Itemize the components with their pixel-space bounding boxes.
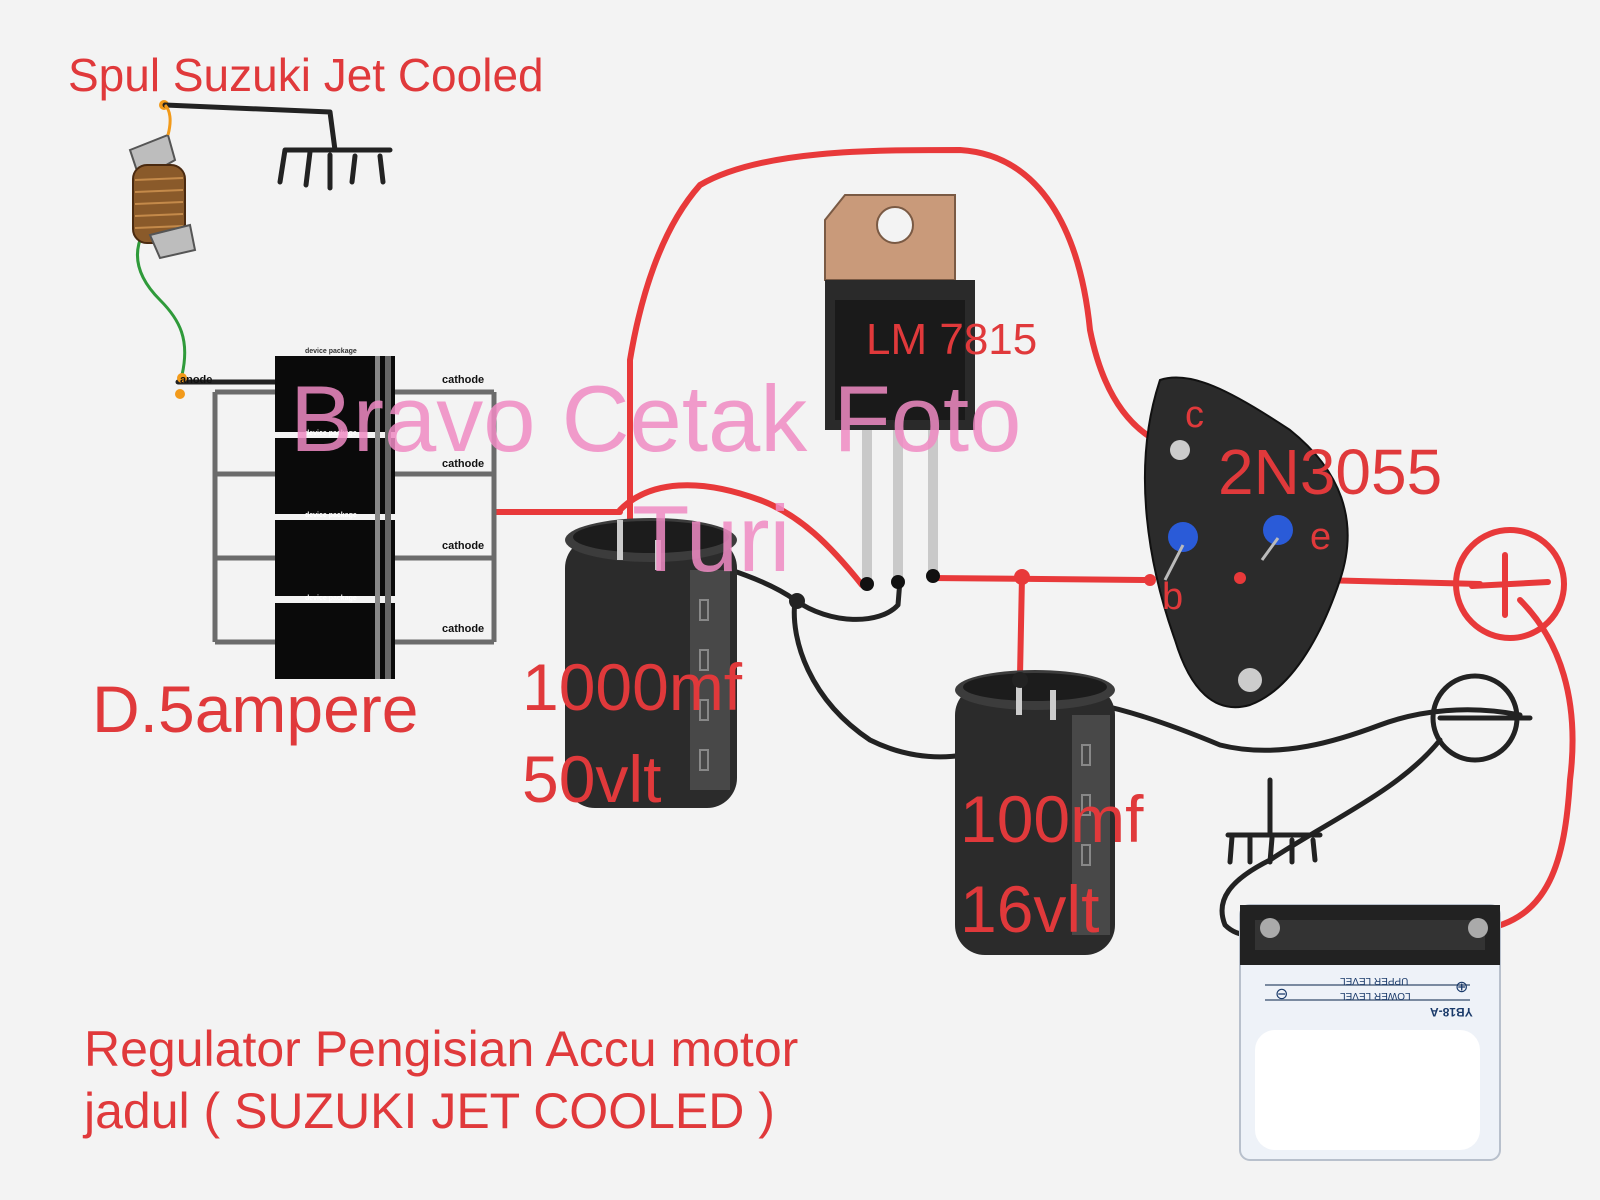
anode-label: anode <box>180 374 213 386</box>
battery-icon <box>1239 904 1501 1161</box>
diode-label: D.5ampere <box>92 672 419 746</box>
watermark-line-1: Bravo Cetak Foto <box>290 366 1022 471</box>
battery-model: YB18-A <box>1430 1005 1473 1019</box>
wire-to-cap2 <box>1017 573 1025 679</box>
plus-circle <box>1453 527 1567 641</box>
cathode-label: cathode <box>442 374 485 386</box>
battery-lower-level: LOWER LEVEL <box>1340 990 1411 1001</box>
grey-bus <box>212 389 497 645</box>
wire-to-bat-plus <box>1477 597 1576 933</box>
transistor-pin-b: b <box>1162 576 1184 618</box>
package-label: device package <box>305 512 357 519</box>
watermark-line-2: Turi <box>632 486 791 591</box>
plus-sign <box>1469 552 1551 618</box>
footer-line-2: jadul ( SUZUKI JET COOLED ) <box>84 1083 775 1139</box>
battery-upper-level: UPPER LEVEL <box>1340 975 1409 986</box>
cap1-value: 1000mf <box>522 650 743 724</box>
wire-reg-in <box>617 482 865 588</box>
battery-plus-sign: ⊕ <box>1455 979 1469 996</box>
regulator-lm7815 <box>824 194 975 591</box>
package-label: device package <box>305 595 357 602</box>
cathode-label: cathode <box>442 458 485 470</box>
wire-cap2-minus <box>1055 697 1523 753</box>
package-label: device package <box>305 430 357 437</box>
diagram-title: Spul Suzuki Jet Cooled <box>68 49 544 101</box>
ground-symbol-bottom <box>1225 832 1323 865</box>
transistor-2n3055 <box>1143 376 1349 709</box>
transistor-label: 2N3055 <box>1218 436 1443 508</box>
cap2-value: 100mf <box>960 782 1144 856</box>
cathode-label: cathode <box>442 540 485 552</box>
regulator-label: LM 7815 <box>866 315 1038 364</box>
cap1-voltage: 50vlt <box>522 742 662 816</box>
wire-coil-ground <box>162 102 338 153</box>
transistor-pin-c: c <box>1185 394 1204 436</box>
footer-line-1: Regulator Pengisian Accu motor <box>84 1021 799 1077</box>
package-label: device package <box>305 348 357 355</box>
wire-collector-loop <box>627 147 1158 523</box>
ground-symbol-top <box>277 147 393 191</box>
capacitor-100mf <box>955 670 1115 955</box>
cathode-label: cathode <box>442 623 485 635</box>
transistor-pin-e: e <box>1310 516 1332 558</box>
cap2-voltage: 16vlt <box>960 872 1100 946</box>
battery-minus-sign: ⊖ <box>1275 986 1289 1003</box>
wire-reg-out <box>927 575 1148 583</box>
capacitor-1000mf <box>565 518 737 808</box>
diode-bridge <box>275 356 395 679</box>
coil-icon <box>128 103 197 260</box>
